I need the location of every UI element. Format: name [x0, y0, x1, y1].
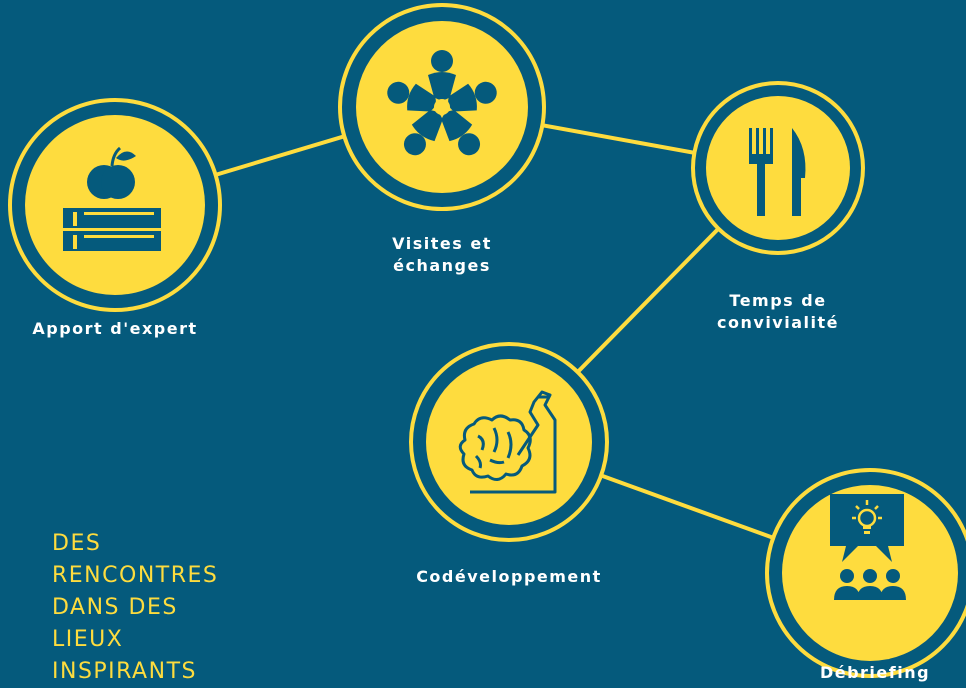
brain-muscle-icon	[458, 390, 557, 494]
people-circle-icon	[387, 50, 497, 156]
tagline-line: DANS DES	[52, 595, 178, 620]
node-temps	[691, 81, 865, 255]
node-codev	[409, 342, 609, 542]
tagline-line: DES	[52, 531, 102, 556]
tagline-line: LIEUX	[52, 627, 124, 652]
node-debrief	[765, 468, 966, 678]
label-codev: Codéveloppement	[416, 567, 602, 586]
node-visites	[338, 3, 546, 211]
label-debrief: Débriefing	[819, 663, 931, 682]
audience-idea-icon	[830, 494, 906, 600]
tagline: DES RENCONTRES DANS DES LIEUX INSPIRANTS	[52, 528, 218, 688]
node-apport	[8, 98, 222, 312]
label-apport: Apport d'expert	[32, 319, 198, 338]
label-visites: Visites et échanges	[392, 234, 492, 275]
tagline-line: RENCONTRES	[52, 563, 219, 588]
apple-on-books-icon	[63, 146, 161, 251]
fork-knife-icon	[749, 128, 806, 216]
label-temps: Temps de convivialité	[717, 291, 839, 332]
tagline-line: INSPIRANTS	[52, 659, 197, 684]
